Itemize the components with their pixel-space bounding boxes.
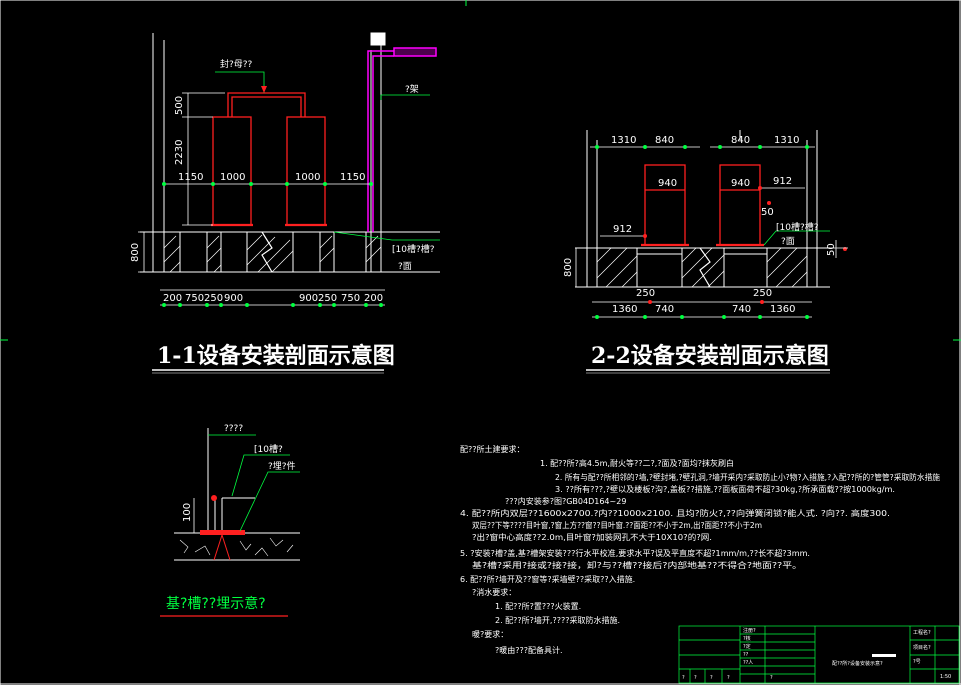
tb-logo-bar [872, 654, 896, 657]
dim2-250-b: 250 [753, 288, 772, 299]
note-line-9: 6. 配??所?墙开及??窗等?采墙壁??采取??入措施. [460, 574, 635, 584]
tb-cell-7: ? [710, 675, 713, 681]
section-1-1: 封?母?? ?架 [10槽?槽? ?面 500 2230 800 1150 10… [130, 32, 440, 374]
tb-cell-5: ? [682, 675, 685, 681]
tb-cell-8: ? [727, 675, 730, 681]
label-bus-duct: 封?母?? [220, 58, 253, 70]
detail-label-c: ?埋?件 [268, 460, 296, 472]
dim2-bot-740-r: 740 [732, 304, 751, 315]
note-line-10: ?消水要求： [472, 587, 516, 597]
tb-cell-14: 1:50 [940, 674, 951, 680]
tb-cell-6: ? [694, 675, 697, 681]
label-floor-1: ?面 [398, 261, 412, 272]
dim2-top-1310-l: 1310 [611, 135, 636, 146]
dim-500: 500 [174, 96, 185, 115]
dim-800-1: 800 [130, 243, 141, 262]
note-line-4: 4. 配??所内双层??1600x2700.?内??1000x2100. 且均?… [460, 508, 890, 518]
foundation-blocks-1 [163, 231, 382, 273]
note-line-13: 暖?要求： [472, 629, 508, 639]
note-line-12: 2. 配??所?墙开,????采取防水措施. [495, 615, 620, 625]
dim-bot-750-l: 750 [185, 293, 204, 304]
foundation-detail: ???? [10槽? ?埋?件 100 基?槽??埋示意? [160, 424, 300, 617]
note-line-8: 基?槽?采用?接或?接?接，卸?与??槽??接后?内部地基??不得合?地面??平… [472, 560, 802, 570]
tb-cell-3: ?? [743, 652, 749, 658]
dim-bot-900-r: 900 [299, 293, 318, 304]
notes-heading: 配??所土建要求： [460, 444, 525, 454]
cabinets-1 [211, 92, 327, 227]
dim2-250-a: 250 [636, 288, 655, 299]
title-block-text: 注册? ?核 ?定 ?? ??人 ? ? ? ? ? 配??所?设备安装示意? … [682, 627, 951, 681]
dim2-912-r: 912 [773, 176, 792, 187]
dim-top-1150-right: 1150 [340, 172, 365, 183]
label-slot-steel-2: [10槽?槽? [776, 221, 819, 233]
box-label-940-l: 940 [658, 178, 677, 189]
dim2-bot-740-l: 740 [655, 304, 674, 315]
detail-label-b: [10槽? [254, 443, 283, 455]
dim-top-1000-left: 1000 [220, 172, 245, 183]
dim2-bot-1360-r: 1360 [770, 304, 795, 315]
dim-bot-900-l: 900 [224, 293, 243, 304]
note-line-14: ?暖由???配备具计. [495, 645, 563, 655]
detail-dim-100: 100 [182, 503, 193, 522]
foundation-blocks-2 [596, 247, 808, 288]
cable-bracket [367, 47, 437, 232]
tb-cell-11: 工程名? [913, 629, 931, 636]
dim-bot-250-l: 250 [204, 293, 223, 304]
title-block [678, 625, 960, 684]
tb-cell-4: ??人 [743, 660, 753, 666]
dim2-top-840-r: 840 [731, 135, 750, 146]
dim2-top-1310-r: 1310 [774, 135, 799, 146]
note-line-6: ?出?窗中心高度??2.0m,目叶窗?加装网孔不大于10X10?的?网. [472, 532, 712, 542]
dim-bot-750-r: 750 [341, 293, 360, 304]
box-label-940-r: 940 [731, 178, 750, 189]
cabinets-2 [641, 164, 764, 247]
dim2-top-840-l: 840 [655, 135, 674, 146]
dim-bot-200-l: 200 [163, 293, 182, 304]
tb-cell-10: 配??所?设备安装示意? [832, 660, 883, 667]
section-2-2: 1310 840 840 1310 940 940 912 912 50 50 … [563, 130, 848, 374]
dim-top-1150-left: 1150 [178, 172, 203, 183]
title-foundation-detail: 基?槽??埋示意? [166, 595, 266, 612]
note-line-11: 1. 配??所?置???火装置. [495, 601, 581, 611]
dim-bot-200-r: 200 [364, 293, 383, 304]
dim2-800: 800 [563, 258, 574, 277]
dim-2230: 2230 [174, 140, 185, 165]
note-line-3: ???内安装参?图?GB04D164~29 [505, 496, 626, 506]
notes-block: 配??所土建要求： 1. 配??所?高4.5m,耐火等??二?,?面及?面均?抹… [460, 444, 940, 655]
detail-label-a: ???? [224, 424, 243, 434]
dim-bot-250-r: 250 [318, 293, 337, 304]
tb-cell-9: ? [770, 675, 773, 681]
dim2-912-l: 912 [613, 224, 632, 235]
tb-cell-1: ?核 [743, 635, 751, 642]
dim2-bot-1360-l: 1360 [612, 304, 637, 315]
title-section-2-2: 2-2设备安装剖面示意图 [591, 343, 829, 369]
dim2-50-b: 50 [826, 243, 837, 256]
tb-cell-12: 项目名? [913, 644, 931, 651]
tb-cell-2: ?定 [743, 643, 751, 650]
label-rack: ?架 [405, 84, 419, 95]
title-section-1-1: 1-1设备安装剖面示意图 [157, 343, 395, 369]
dim-top-1000-right: 1000 [295, 172, 320, 183]
tb-cell-13: ?号 [913, 659, 921, 665]
dim2-50-a: 50 [761, 207, 774, 218]
note-line-1: 2. 所有与配??所相邻的?墙,?壁封堵,?壁孔洞,?墙开采内?采取防止小?物?… [555, 472, 940, 482]
note-line-5: 双层??下等????目叶窗,?窗上方??窗??目叶窗.??面距??不小于2m,出… [472, 520, 762, 530]
note-line-2: 3. ??所有???,?壁以及楼板?沟?,盖板??措施,??面板面荷不超?30k… [555, 484, 895, 494]
label-slot-steel-1: [10槽?槽? [392, 243, 435, 255]
note-line-0: 1. 配??所?高4.5m,耐火等??二?,?面及?面均?抹灰刷白 [540, 458, 734, 468]
note-line-7: 5. ?安装?槽?盖,基?槽架安装???行水平校准,要求水平?误及平直度不超?1… [460, 548, 810, 558]
tb-cell-0: 注册? [743, 627, 756, 634]
label-floor-2: ?面 [781, 236, 795, 247]
